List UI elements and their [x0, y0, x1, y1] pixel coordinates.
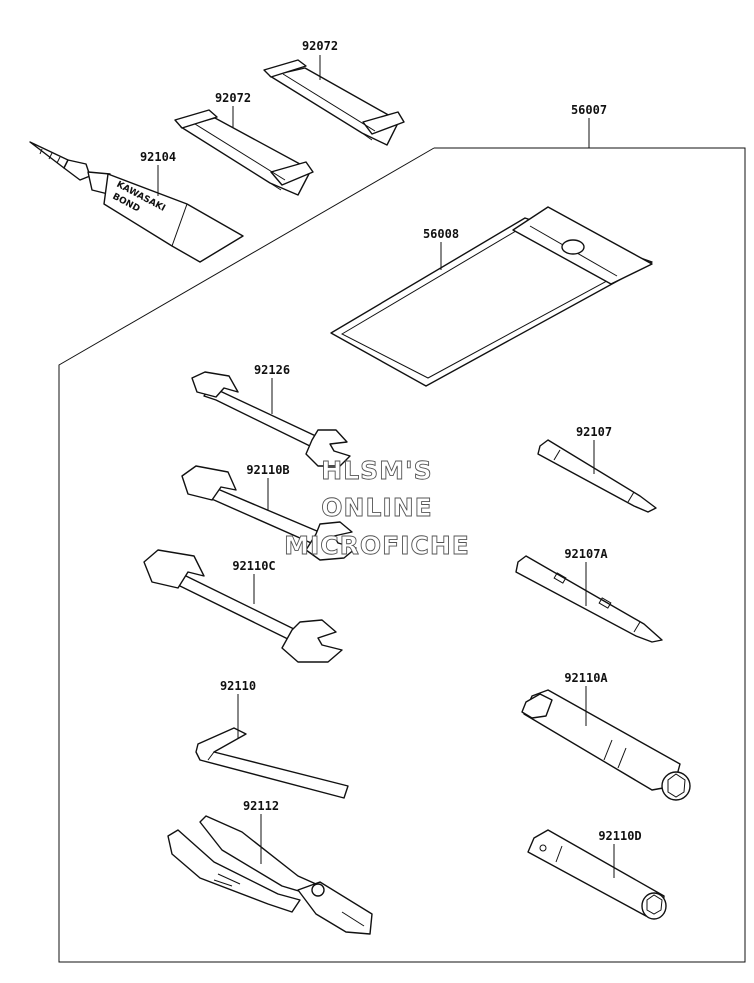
label-box-wrench-92110a: 92110A: [564, 671, 608, 685]
label-pliers: 92112: [243, 799, 279, 813]
watermark-line-2: ONLINE: [321, 493, 432, 522]
screwdriver-92107: [537, 439, 657, 513]
hex-key: [195, 727, 349, 799]
box-wrench-92110d: [527, 829, 667, 920]
strap-upper: [263, 59, 405, 146]
screwdriver-92107a: [515, 555, 663, 643]
label-wrench-92110b: 92110B: [246, 463, 289, 477]
label-wrench-92110c: 92110C: [232, 559, 275, 573]
label-wrench-92126: 92126: [254, 363, 290, 377]
wrench-92110b: [181, 465, 357, 561]
box-wrench-92110a: [521, 689, 691, 801]
pliers: [167, 815, 373, 935]
label-screwdriver-92107: 92107: [576, 425, 612, 439]
label-tool-kit: 56007: [571, 103, 607, 117]
kit-outline: [58, 147, 746, 963]
label-strap-upper: 92072: [302, 39, 338, 53]
strap-lower: [174, 109, 314, 196]
label-box-wrench-92110d: 92110D: [598, 829, 641, 843]
label-screwdriver-92107a: 92107A: [564, 547, 608, 561]
wrench-92110c: [143, 549, 343, 663]
label-hex-key: 92110: [220, 679, 256, 693]
label-tool-bag: 56008: [423, 227, 459, 241]
leader-lines: [157, 55, 615, 878]
watermark-line-1: HLSM'S: [321, 456, 432, 485]
tool-bag: [330, 206, 653, 387]
label-bond: 92104: [140, 150, 176, 164]
wrench-92126: [191, 371, 351, 467]
watermark: HLSM'S ONLINE MICROFICHE: [284, 456, 470, 561]
watermark-line-3: MICROFICHE: [284, 531, 470, 560]
bond-tube: KAWASAKI BOND: [29, 141, 244, 263]
label-strap-lower: 92072: [215, 91, 251, 105]
